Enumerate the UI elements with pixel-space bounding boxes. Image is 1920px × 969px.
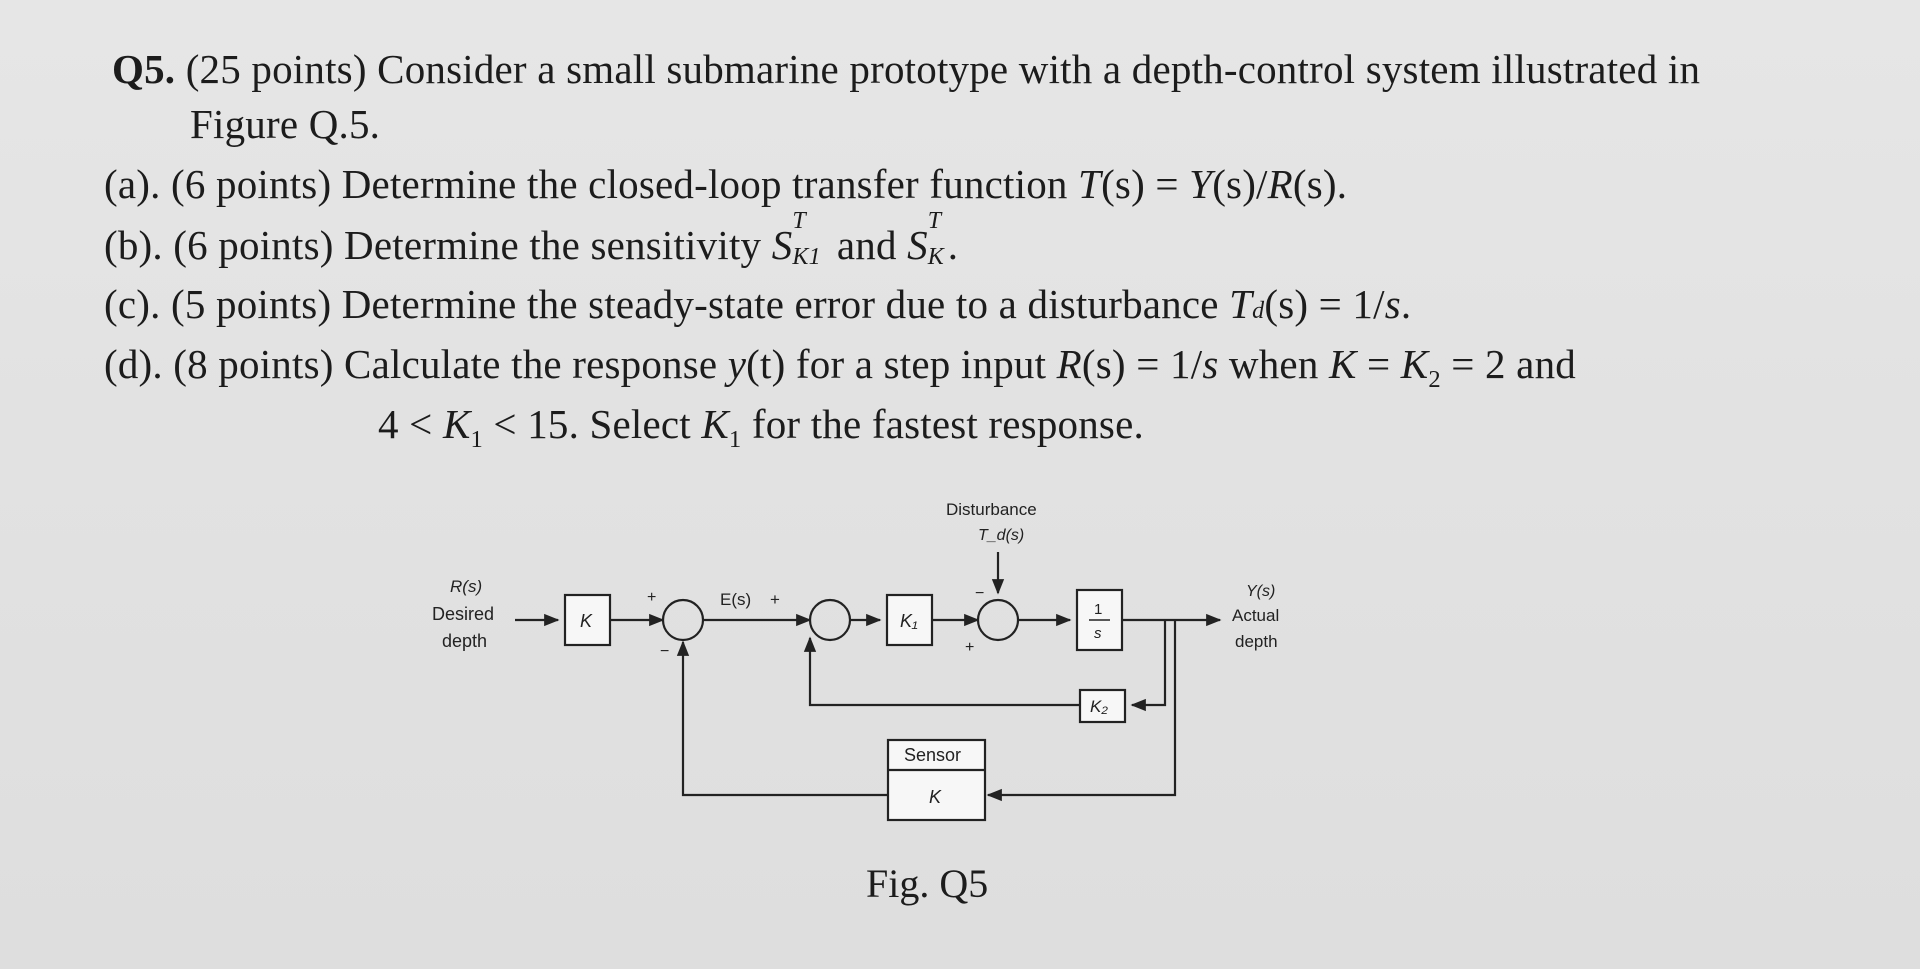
part-d-range-start: 4 < — [378, 401, 443, 447]
part-d-final: for the fastest response. — [741, 401, 1144, 447]
gain-K1-label: K₁ — [900, 611, 918, 631]
part-a: (a). (6 points) Determine the closed-loo… — [104, 160, 1347, 208]
part-a-arg2: (s)/ — [1212, 161, 1268, 207]
sum1-plus-sign: + — [647, 589, 656, 606]
part-d-eq: = — [1356, 341, 1401, 387]
symbol-Y: Y — [1189, 161, 1213, 207]
sensor-gain-label: K — [929, 787, 942, 807]
part-b-end: . — [947, 222, 959, 268]
summing-junction-1 — [661, 598, 705, 642]
sensitivity-K1-symbol: S — [771, 222, 793, 268]
sum3-plus-sign: + — [965, 639, 974, 656]
symbol-R: R — [1267, 161, 1293, 207]
part-a-arg3: (s). — [1292, 161, 1348, 207]
question-number: Q5. — [112, 46, 176, 92]
part-d: (d). (8 points) Calculate the response y… — [104, 340, 1576, 394]
part-a-text: (a). (6 points) Determine the closed-loo… — [104, 161, 1079, 207]
sensitivity-K1-sub: K1 — [792, 244, 821, 270]
part-d-mid: for a step input — [785, 341, 1057, 387]
sum2-minus-sign: − — [806, 643, 815, 660]
outer-feedback-to-sensor — [986, 620, 1177, 802]
sum3-minus-sign: − — [975, 585, 984, 602]
symbol-T: T — [1078, 161, 1102, 207]
gain-K-label: K — [580, 611, 593, 631]
gain-K2-block — [1078, 688, 1127, 724]
part-d-range-end: < 15. Select — [482, 401, 702, 447]
symbol-K1-select: K — [701, 401, 729, 447]
block-diagram: R(s) Desired depth K + − E(s) + − K₁ Dis… — [420, 480, 1320, 920]
summing-junction-2 — [808, 598, 852, 642]
part-d-end: = 2 and — [1440, 341, 1576, 387]
sensitivity-K-sub: K — [927, 244, 945, 270]
output-label-line2: depth — [1235, 632, 1278, 651]
part-d-text: (d). (8 points) Calculate the response — [104, 341, 728, 387]
symbol-s: s — [1384, 281, 1401, 327]
part-c: (c). (5 points) Determine the steady-sta… — [104, 280, 1411, 328]
symbol-K1: K — [442, 401, 471, 447]
output-symbol: Y(s) — [1246, 583, 1275, 600]
integrator-numerator: 1 — [1094, 601, 1102, 618]
integrator-denominator: s — [1094, 625, 1102, 642]
symbol-y: y — [727, 341, 747, 387]
error-label: E(s) — [720, 590, 751, 609]
part-a-eq: = — [1144, 161, 1190, 207]
symbol-K1-select-sub: 1 — [728, 426, 742, 454]
input-label-line1: Desired — [432, 604, 494, 624]
part-b-and: and — [826, 222, 908, 268]
summing-junction-3 — [976, 598, 1020, 642]
sum2-plus-sign: + — [770, 590, 780, 609]
sum1-minus-sign: − — [660, 643, 669, 660]
part-c-text: (c). (5 points) Determine the steady-sta… — [104, 281, 1230, 327]
input-symbol: R(s) — [450, 577, 482, 596]
question-intro: (25 points) Consider a small submarine p… — [175, 46, 1701, 92]
disturbance-title: Disturbance — [946, 500, 1037, 519]
sensitivity-K-symbol: S — [907, 222, 928, 268]
part-d-when: when — [1218, 341, 1329, 387]
disturbance-symbol: T — [1229, 281, 1253, 327]
symbol-K2-sub: 2 — [1428, 366, 1441, 394]
sensitivity-K1-sup: T — [792, 208, 806, 234]
symbol-K1-sub: 1 — [470, 426, 483, 454]
sensitivity-K-sup: T — [927, 208, 942, 234]
symbol-s-input: s — [1202, 341, 1219, 387]
output-label-line1: Actual — [1232, 606, 1279, 625]
part-c-rest: (s) = 1/ — [1264, 281, 1385, 327]
symbol-t: (t) — [746, 341, 786, 387]
disturbance-symbol: T_d(s) — [978, 527, 1024, 544]
sensor-label: Sensor — [904, 745, 961, 765]
input-label-line2: depth — [442, 631, 487, 651]
symbol-K2: K — [1400, 341, 1429, 387]
symbol-K: K — [1328, 341, 1357, 387]
part-d-line-2: 4 < K1 < 15. Select K1 for the fastest r… — [378, 400, 1144, 454]
question-line-1: Q5. (25 points) Consider a small submari… — [112, 45, 1700, 93]
disturbance-sub: d — [1252, 298, 1265, 324]
part-a-arg: (s) — [1101, 161, 1145, 207]
part-d-rest: (s) = 1/ — [1081, 341, 1203, 387]
figure-caption: Fig. Q5 — [866, 861, 989, 906]
question-intro-continued: Figure Q.5. — [190, 101, 381, 147]
block-diagram-svg: R(s) Desired depth K + − E(s) + − K₁ Dis… — [432, 500, 1279, 822]
part-c-end: . — [1400, 281, 1412, 327]
question-line-1-continued: Figure Q.5. — [190, 100, 380, 148]
gain-K2-label: K₂ — [1090, 697, 1108, 716]
sensor-block — [886, 738, 987, 822]
inner-feedback-to-sum2 — [803, 636, 1080, 707]
part-b-text: (b). (6 points) Determine the sensitivit… — [104, 222, 772, 268]
gain-K1-block — [885, 593, 934, 647]
outer-feedback-to-sum1 — [676, 640, 888, 797]
symbol-R-input: R — [1056, 341, 1082, 387]
part-b: (b). (6 points) Determine the sensitivit… — [104, 208, 959, 270]
inner-feedback-to-K2 — [1130, 620, 1167, 712]
